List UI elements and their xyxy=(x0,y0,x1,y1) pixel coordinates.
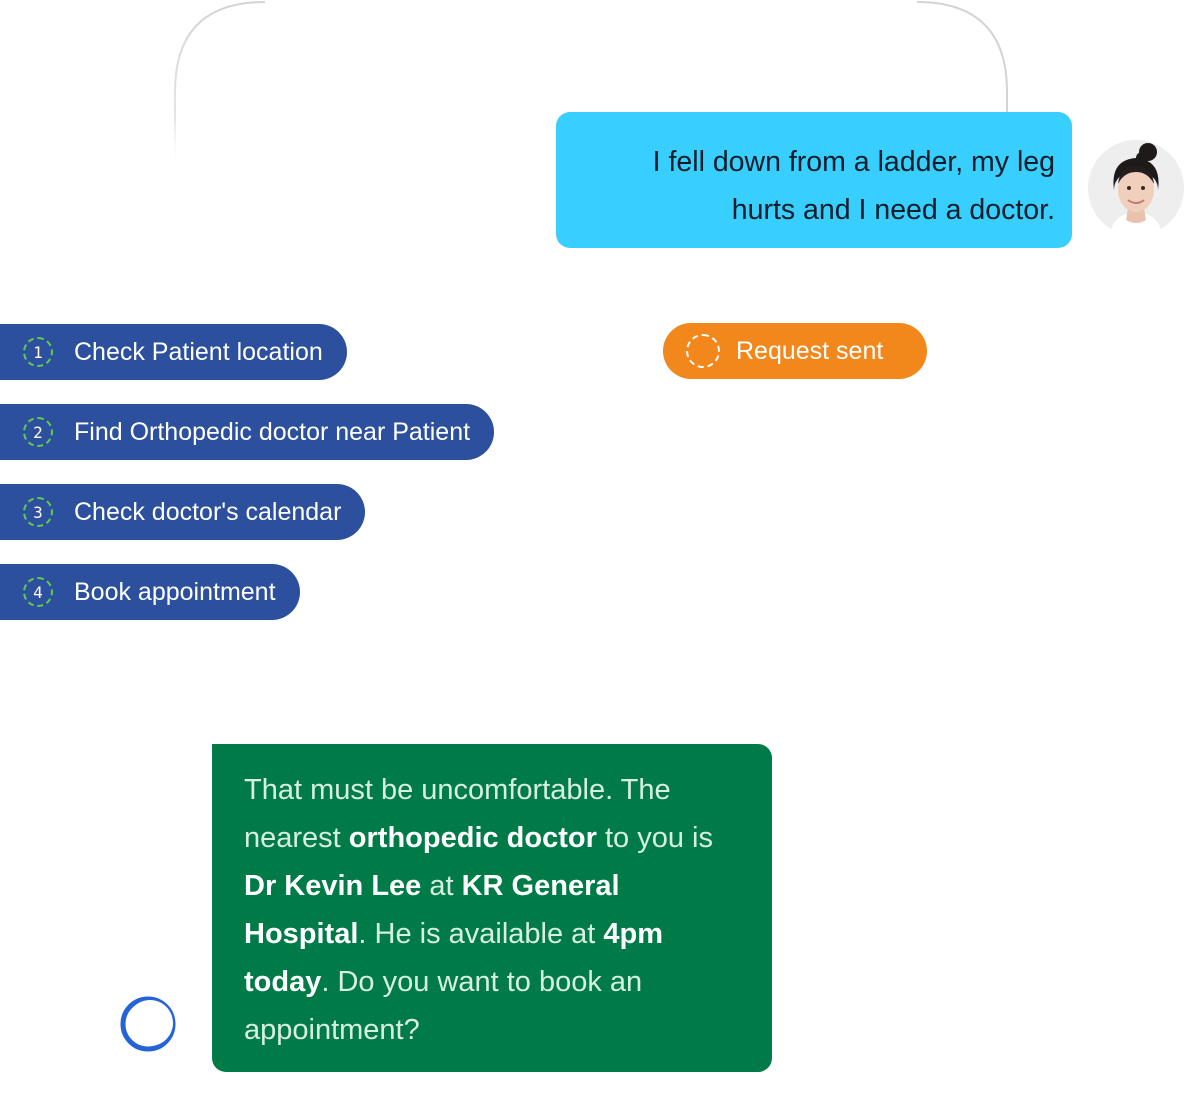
assistant-text-part: at xyxy=(421,870,462,902)
assistant-loading-icon xyxy=(120,996,176,1052)
assistant-text-part: . Do you want to book an appointment? xyxy=(244,966,643,1046)
assistant-highlight-time: 4pm today xyxy=(244,918,664,998)
assistant-highlight-specialty: orthopedic doctor xyxy=(348,822,597,854)
user-avatar-photo xyxy=(1088,140,1184,236)
step-book-appointment: 4 Book appointment xyxy=(0,564,300,620)
step-label: Check Patient location xyxy=(74,337,323,366)
step-find-orthopedic-doctor: 2 Find Orthopedic doctor near Patient xyxy=(0,404,495,460)
assistant-message-bubble: That must be uncomfortable. The nearest … xyxy=(212,744,772,1072)
user-message-bubble: I fell down from a ladder, my leg hurts … xyxy=(556,112,1072,248)
request-status-label: Request sent xyxy=(736,336,884,365)
step-label: Book appointment xyxy=(74,577,276,606)
assistant-text-part: to you is xyxy=(596,822,713,854)
pending-spinner-icon xyxy=(686,334,720,368)
step-number-badge: 2 xyxy=(23,417,53,447)
step-number-badge: 3 xyxy=(23,497,53,527)
step-label: Check doctor's calendar xyxy=(74,497,342,526)
assistant-highlight-hospital: KR General Hospital xyxy=(244,870,620,950)
step-number-badge: 4 xyxy=(23,577,53,607)
user-message-text: I fell down from a ladder, my leg hurts … xyxy=(652,146,1055,226)
request-status-pill: Request sent xyxy=(663,323,927,379)
step-check-patient-location: 1 Check Patient location xyxy=(0,324,347,380)
step-number-badge: 1 xyxy=(23,337,53,367)
assistant-text-part: That must be uncomfortable. The nearest xyxy=(244,774,671,854)
step-label: Find Orthopedic doctor near Patient xyxy=(74,417,471,446)
user-avatar xyxy=(1088,140,1184,236)
assistant-text-part: . He is available at xyxy=(358,918,604,950)
assistant-highlight-doctor: Dr Kevin Lee xyxy=(244,870,422,902)
step-check-doctor-calendar: 3 Check doctor's calendar xyxy=(0,484,366,540)
